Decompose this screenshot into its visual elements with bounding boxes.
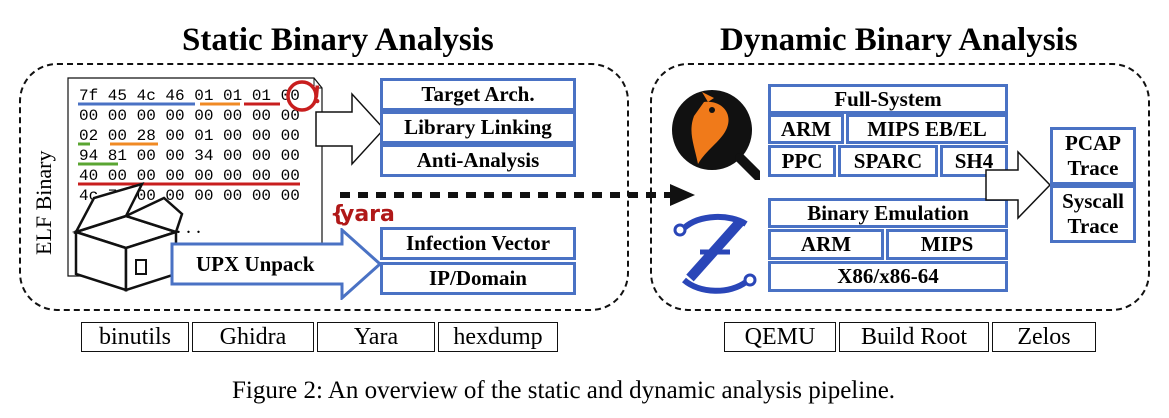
tool-buildroot: Build Root bbox=[839, 322, 989, 352]
fs-ppc-box: PPC bbox=[768, 145, 836, 177]
fs-mips-box: MIPS EB/EL bbox=[846, 114, 1008, 144]
fs-arm-box: ARM bbox=[768, 114, 844, 144]
upx-arrow-icon bbox=[170, 228, 383, 300]
anti-analysis-box: Anti-Analysis bbox=[380, 144, 576, 177]
full-system-box: Full-System bbox=[768, 84, 1008, 114]
box-icon bbox=[71, 181, 184, 292]
target-arch-box: Target Arch. bbox=[380, 78, 576, 111]
ellipsis: . . . bbox=[176, 216, 201, 238]
hex-row: 02 00 28 00 01 00 00 00 bbox=[79, 127, 300, 145]
pcap-trace-box: PCAP Trace bbox=[1050, 127, 1136, 185]
hex-row: 00 00 00 00 00 00 00 00 bbox=[79, 107, 300, 125]
dynamic-panel bbox=[650, 63, 1150, 311]
zelos-logo-icon bbox=[673, 213, 757, 294]
tool-hexdump: hexdump bbox=[438, 322, 558, 352]
static-panel bbox=[19, 63, 629, 311]
library-linking-box: Library Linking bbox=[380, 111, 576, 144]
hex-row: 7f 45 4c 46 01 01 01 00 bbox=[79, 87, 300, 105]
yara-logo: {yara bbox=[330, 202, 395, 227]
arrow-to-analysis-icon bbox=[315, 92, 386, 166]
ip-domain-box: IP/Domain bbox=[380, 262, 576, 295]
be-arm-box: ARM bbox=[768, 229, 884, 260]
hex-row: 94 81 00 00 34 00 00 00 bbox=[79, 147, 300, 165]
alert-mark: ! bbox=[313, 80, 322, 109]
qemu-logo-icon bbox=[672, 90, 760, 180]
hex-row: 40 00 00 00 00 00 00 00 bbox=[79, 167, 300, 185]
tool-binutils: binutils bbox=[81, 322, 189, 352]
dotted-arrow-icon bbox=[340, 184, 695, 206]
yara-logo-icon: { bbox=[330, 202, 346, 227]
fs-sparc-box: SPARC bbox=[838, 145, 938, 177]
syscall-trace-box: Syscall Trace bbox=[1050, 185, 1136, 243]
upx-unpack-label: UPX Unpack bbox=[196, 252, 315, 276]
elf-binary-label: ELF Binary bbox=[31, 150, 56, 256]
dynamic-title: Dynamic Binary Analysis bbox=[720, 22, 1078, 58]
figure-caption: Figure 2: An overview of the static and … bbox=[232, 377, 896, 404]
tool-zelos: Zelos bbox=[992, 322, 1096, 352]
static-title: Static Binary Analysis bbox=[182, 22, 494, 58]
be-x86-box: X86/x86-64 bbox=[768, 261, 1008, 292]
tool-qemu: QEMU bbox=[724, 322, 836, 352]
binary-emulation-box: Binary Emulation bbox=[768, 198, 1008, 228]
tool-ghidra: Ghidra bbox=[192, 322, 314, 352]
arrow-to-trace-icon bbox=[985, 150, 1052, 220]
infection-vector-box: Infection Vector bbox=[380, 227, 576, 260]
be-mips-box: MIPS bbox=[886, 229, 1008, 260]
hex-highlights bbox=[78, 80, 318, 186]
tool-yara: Yara bbox=[317, 322, 435, 352]
